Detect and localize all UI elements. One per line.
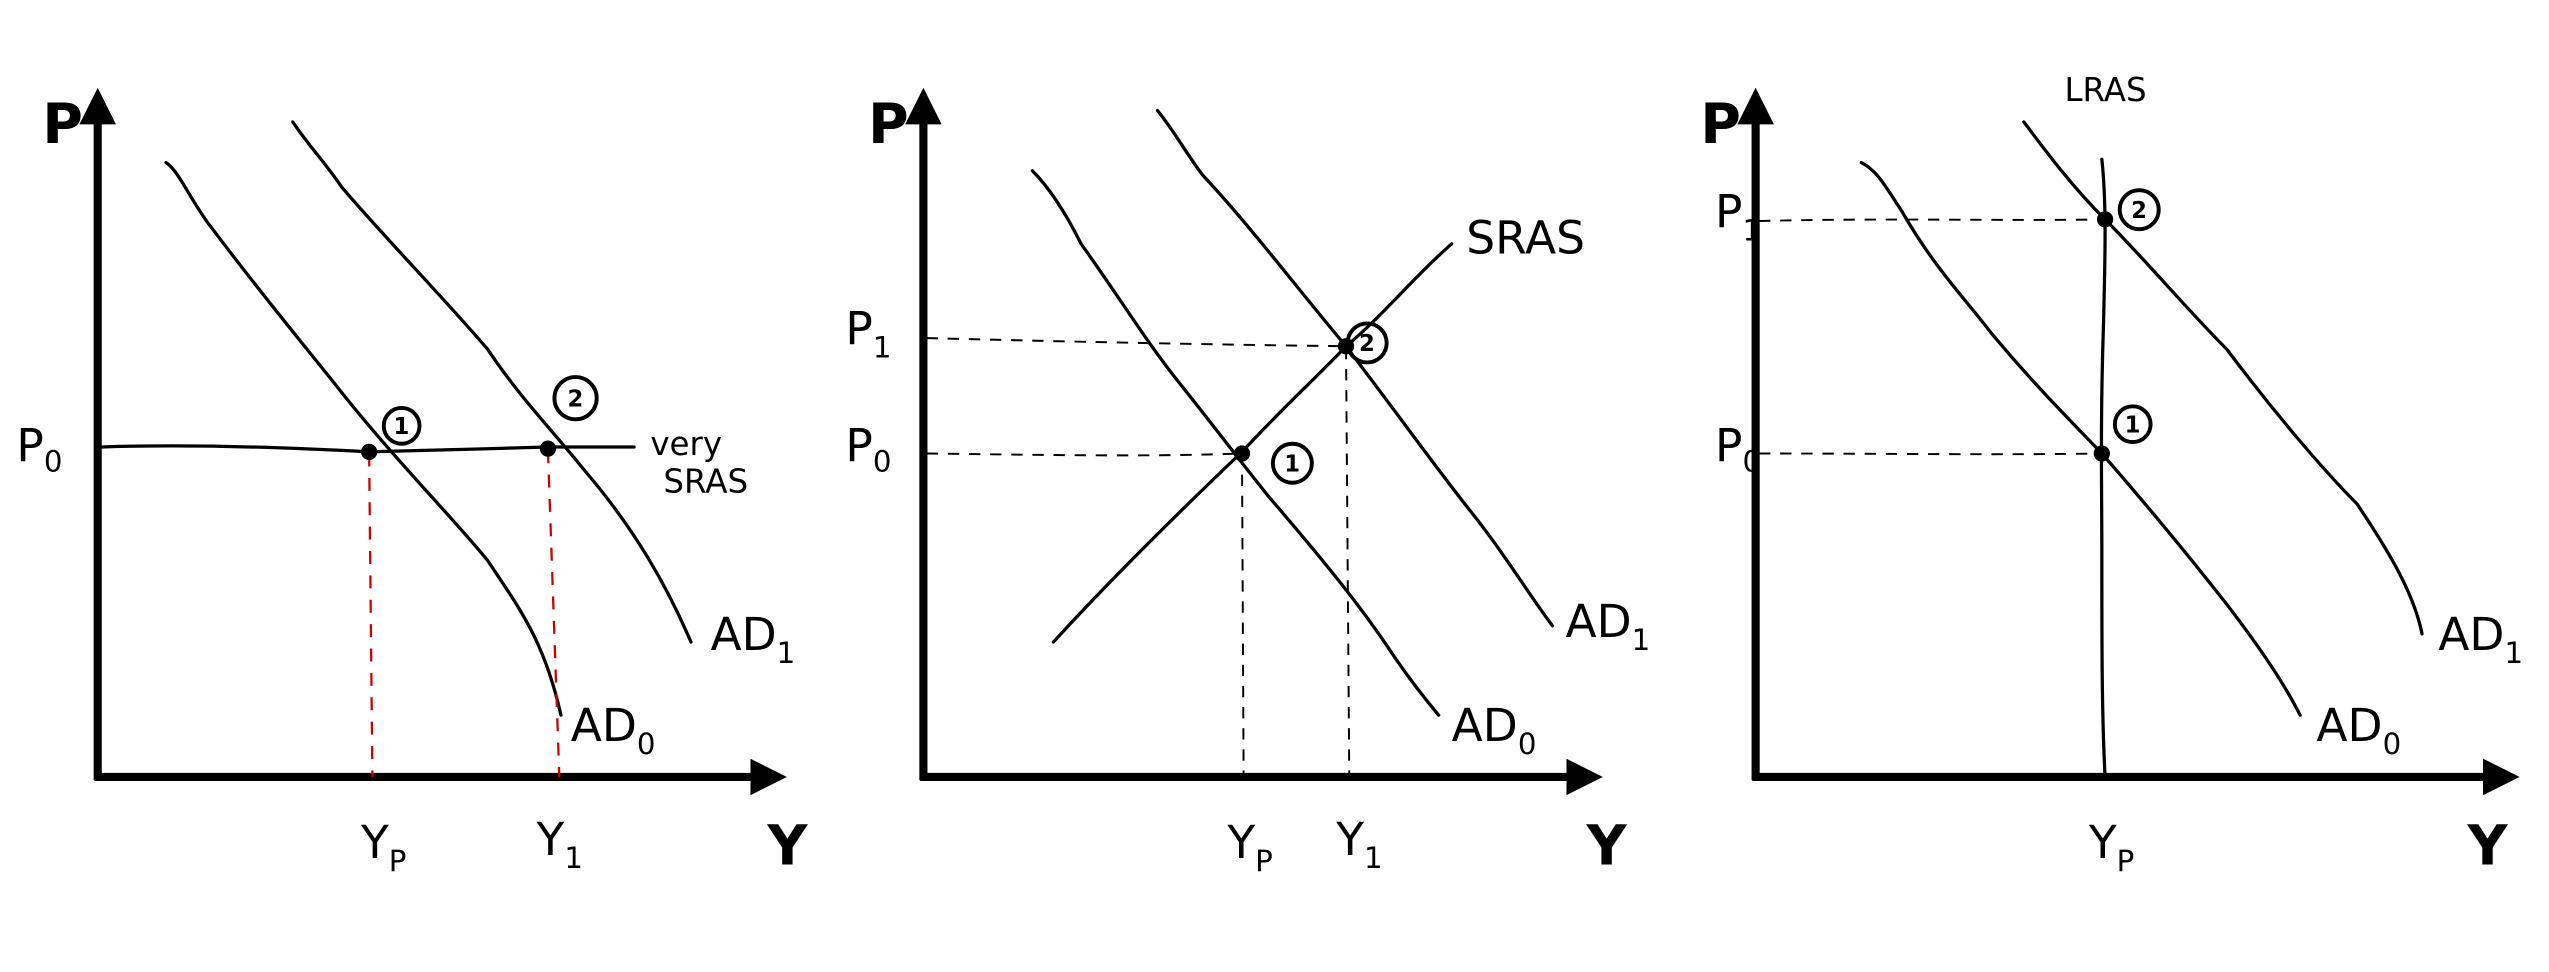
price-label-p1: P1 bbox=[845, 303, 891, 365]
guide-yp bbox=[1241, 453, 1245, 777]
ad0-label: AD0 bbox=[571, 699, 656, 761]
guide-yp bbox=[368, 453, 374, 777]
lras-label: LRAS bbox=[2064, 71, 2146, 109]
guide-y1 bbox=[1345, 347, 1351, 777]
guide-p0 bbox=[926, 452, 1243, 457]
ad0-curve bbox=[164, 160, 563, 717]
point-label-2: 2 bbox=[2131, 198, 2147, 224]
equilibrium-point-1 bbox=[1233, 445, 1251, 462]
x-axis-label: Y bbox=[1586, 815, 1628, 879]
point-label-1: 1 bbox=[394, 414, 410, 440]
output-label-y1: Y1 bbox=[1335, 813, 1382, 875]
guide-p0 bbox=[1758, 452, 2102, 456]
y-axis-label: P bbox=[42, 93, 83, 157]
ad1-label: AD1 bbox=[2438, 608, 2523, 670]
ad1-curve bbox=[291, 120, 693, 644]
panel-flat-sras: P Y 1 2 P0 YP Y1 very SRAS AD1 AD0 bbox=[16, 87, 808, 879]
sras-label: SRAS bbox=[1466, 212, 1585, 265]
price-label-p0: P0 bbox=[16, 420, 62, 479]
equilibrium-point-1 bbox=[361, 443, 378, 460]
price-label-p1: P1 bbox=[1715, 186, 1761, 248]
ad0-label: AD0 bbox=[2316, 699, 2401, 761]
output-label-yp: YP bbox=[360, 816, 406, 878]
equilibrium-point-1 bbox=[2093, 445, 2110, 462]
ad1-curve bbox=[1155, 108, 1555, 628]
sras-curve bbox=[1051, 242, 1454, 644]
ad1-curve bbox=[2022, 120, 2424, 636]
lras-curve bbox=[2099, 157, 2107, 779]
guide-p1 bbox=[1758, 218, 2106, 223]
x-axis-label: Y bbox=[2467, 815, 2509, 879]
sras-label-line1: very bbox=[650, 425, 722, 463]
guide-y1 bbox=[546, 450, 561, 777]
equilibrium-point-2 bbox=[539, 440, 557, 457]
equilibrium-point-2 bbox=[2096, 211, 2114, 228]
x-axis-label: Y bbox=[766, 815, 808, 879]
ad0-label: AD0 bbox=[1452, 699, 1537, 761]
point-label-1: 1 bbox=[1284, 451, 1300, 477]
output-label-yp: YP bbox=[1226, 816, 1272, 878]
y-axis-label: P bbox=[868, 93, 909, 157]
ad0-curve bbox=[1859, 160, 2302, 717]
panel-vertical-lras: P Y 1 2 P1 P0 YP LRAS AD1 AD0 bbox=[1700, 71, 2523, 879]
sras-label-line2: SRAS bbox=[663, 463, 748, 501]
ad1-label: AD1 bbox=[710, 608, 795, 670]
panel-upward-sras: P Y 1 2 P1 P0 YP Y1 SRAS AD1 AD0 bbox=[845, 87, 1650, 879]
output-label-y1: Y1 bbox=[536, 813, 583, 875]
point-label-2: 2 bbox=[1359, 331, 1375, 357]
price-label-p0: P0 bbox=[1715, 420, 1761, 479]
point-label-1: 1 bbox=[2125, 412, 2141, 438]
ad0-curve bbox=[1030, 169, 1441, 717]
output-label-yp: YP bbox=[2088, 816, 2134, 878]
price-label-p0: P0 bbox=[845, 420, 891, 479]
y-axis-label: P bbox=[1700, 93, 1741, 157]
guide-p1 bbox=[926, 337, 1347, 348]
ad1-label: AD1 bbox=[1565, 595, 1650, 657]
point-label-2: 2 bbox=[567, 386, 583, 412]
